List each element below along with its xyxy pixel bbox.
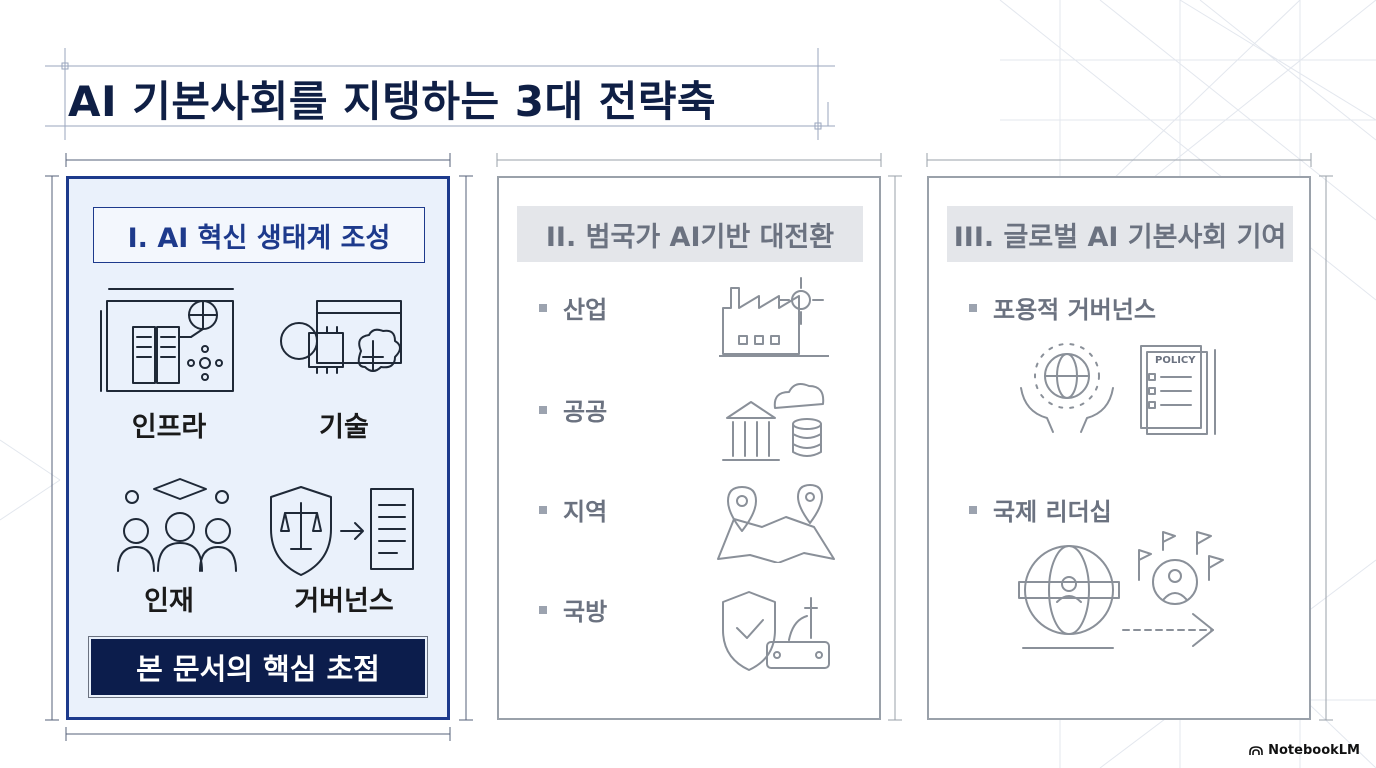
notebooklm-logo-icon <box>1249 745 1263 755</box>
map-pins-icon <box>717 484 835 563</box>
pillar-label-governance: 거버넌스 <box>294 586 394 617</box>
panel-global-ai-contribution: III. 글로벌 AI 기본사회 기여 포용적 거버넌스 POLICY 국제 리… <box>927 176 1311 720</box>
server-blueprint-icon <box>100 288 234 392</box>
pillar-label-talent: 인재 <box>144 586 194 617</box>
bullet-icon <box>969 505 977 514</box>
factory-network-icon <box>719 277 829 357</box>
bullet-icon <box>969 303 977 312</box>
page-title: AI 기본사회를 지탱하는 3대 전략축 <box>68 77 717 126</box>
item-label: 산업 <box>563 296 608 324</box>
pillar-label-infra: 인프라 <box>131 412 207 443</box>
list-item-global-leadership: 국제 리더십 <box>969 492 1112 527</box>
panel-ai-innovation-ecosystem: I. AI 혁신 생태계 조성 인프라 기술 인재 <box>66 176 450 720</box>
bullet-icon <box>539 303 547 312</box>
shield-radar-icon <box>722 591 830 671</box>
panel-1-header: I. AI 혁신 생태계 조성 <box>93 207 425 263</box>
policy-label: POLICY <box>1155 355 1196 366</box>
policy-document-icon <box>1140 345 1216 435</box>
item-label: 공공 <box>563 398 608 426</box>
government-cloud-database-icon <box>722 383 825 461</box>
panel-national-ai-transformation: II. 범국가 AI기반 대전환 산업 공공 지역 국방 <box>497 176 881 720</box>
item-label: 지역 <box>563 498 608 526</box>
bullet-icon <box>539 405 547 414</box>
people-graduation-icon <box>117 478 237 572</box>
chip-brain-icon <box>280 300 402 374</box>
core-focus-label: 본 문서의 핵심 초점 <box>88 636 428 698</box>
panel-3-header: III. 글로벌 AI 기본사회 기여 <box>947 206 1293 262</box>
hands-globe-icon <box>1020 343 1114 433</box>
panel-2-header: II. 범국가 AI기반 대전환 <box>517 206 863 262</box>
list-item-defense: 국방 <box>539 592 607 627</box>
bullet-icon <box>539 505 547 514</box>
list-item-inclusive-governance: 포용적 거버넌스 <box>969 290 1156 325</box>
brand-watermark: NotebookLM <box>1249 743 1360 758</box>
pillar-label-tech: 기술 <box>319 412 369 443</box>
item-label: 포용적 거버넌스 <box>993 296 1156 324</box>
item-label: 국제 리더십 <box>993 498 1112 526</box>
item-label: 국방 <box>563 598 608 626</box>
list-item-industry: 산업 <box>539 290 607 325</box>
globe-leader-flags-icon <box>1018 531 1224 649</box>
brand-label: NotebookLM <box>1268 743 1360 758</box>
shield-scales-document-icon <box>270 486 414 576</box>
list-item-public: 공공 <box>539 392 607 427</box>
list-item-region: 지역 <box>539 492 607 527</box>
bullet-icon <box>539 605 547 614</box>
